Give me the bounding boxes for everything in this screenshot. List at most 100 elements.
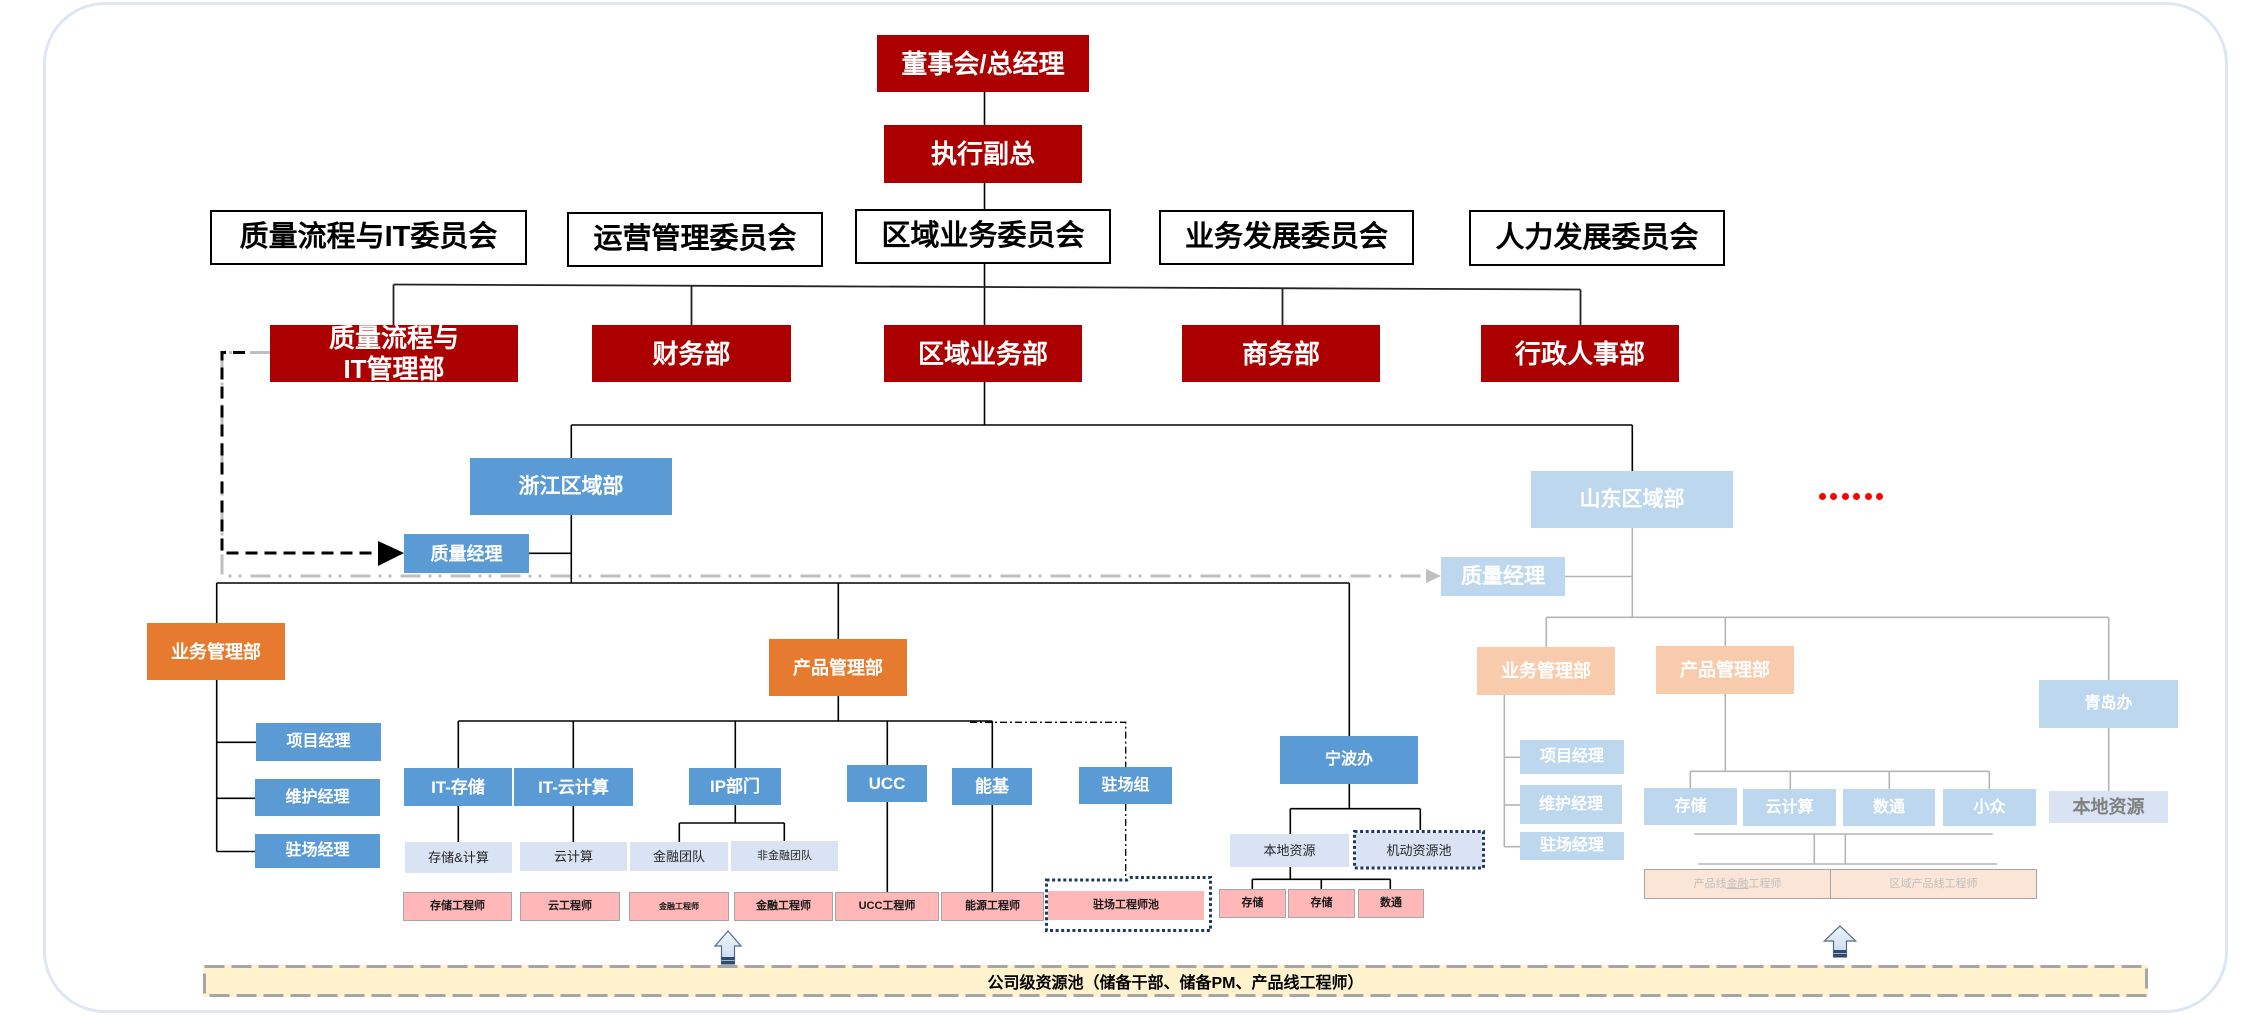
group-it-cloud: IT-云计算: [514, 768, 633, 806]
role-label: 维护经理: [285, 788, 350, 806]
sd-role-onsite-manager: 驻场经理: [1520, 832, 1624, 860]
dept-commerce: 商务部: [1182, 325, 1380, 382]
dept-admin-hr: 行政人事部: [1481, 325, 1679, 382]
shandong-quality-manager-box: 质量经理: [1441, 557, 1565, 596]
role-onsite-manager: 驻场经理: [255, 834, 380, 868]
role-project-manager: 项目经理: [256, 723, 381, 761]
board-of-directors-label: 董事会/总经理: [901, 48, 1065, 79]
group-it-storage: IT-存储: [404, 768, 512, 806]
dept-finance: 财务部: [592, 325, 791, 382]
resource-pool-label: 公司级资源池（储备干部、储备PM、产品线工程师）: [987, 975, 1364, 992]
role-label: 驻场经理: [285, 842, 350, 859]
more-regions-ellipsis: [1819, 493, 1883, 500]
dept-regional-business: 区域业务部: [884, 325, 1082, 382]
engineer-finance-small: 金融工程师: [629, 892, 729, 921]
up-arrow-icon: [1822, 925, 1858, 958]
up-arrow-icon: [713, 930, 743, 965]
arrowhead-gray: [1426, 569, 1441, 583]
engineer-label: 存储: [1241, 897, 1264, 909]
engineer-label: 金融工程师: [756, 900, 811, 912]
committee-hr-development: 人力发展委员会: [1469, 210, 1725, 266]
committee-label: 人力发展委员会: [1495, 221, 1699, 254]
engineer-cloud: 云工程师: [520, 892, 620, 921]
engineer-energy: 能源工程师: [941, 892, 1044, 921]
engineer-onsite-pool: 驻场工程师池: [1048, 891, 1204, 920]
engineer-label: 金融工程师: [659, 901, 699, 911]
zhejiang-region-label: 浙江区域部: [518, 475, 624, 498]
zhejiang-quality-manager-box: 质量经理: [404, 534, 529, 573]
sd-role-maintenance-manager: 维护经理: [1520, 785, 1622, 824]
team-finance: 金融团队: [630, 842, 728, 871]
ellipsis-dot: [1875, 493, 1883, 500]
committee-business-development: 业务发展委员会: [1159, 210, 1414, 265]
ellipsis-dot: [1853, 493, 1861, 500]
dept-label: 财务部: [652, 338, 731, 369]
quality-manager-label: 质量经理: [1461, 565, 1545, 588]
engineer-label: 存储: [1310, 897, 1333, 909]
engineer-ucc: UCC工程师: [835, 892, 939, 921]
role-label: 项目经理: [1539, 748, 1604, 765]
engineer-finance: 金融工程师: [734, 892, 833, 921]
qingdao-office-label: 青岛办: [2084, 695, 2133, 712]
committee-label: 运营管理委员会: [593, 223, 797, 255]
engineer-label: 产品线金融工程师: [1693, 877, 1782, 890]
zhejiang-region-box: 浙江区域部: [470, 458, 672, 515]
local-resources-label: 本地资源: [1263, 843, 1316, 858]
zhejiang-product-mgmt-box: 产品管理部: [769, 639, 907, 696]
shandong-connectors: [1503, 528, 2110, 865]
committee-label: 区域业务委员会: [881, 220, 1085, 252]
engineer-label-suffix: 工程师: [1748, 877, 1782, 890]
ningbo-engineer-storage: 存储: [1219, 889, 1286, 918]
dept-label: 商务部: [1241, 338, 1320, 369]
dept-quality-process-it: 质量流程与 IT管理部: [270, 322, 518, 384]
team-label: 非金融团队: [757, 849, 812, 862]
role-maintenance-manager: 维护经理: [255, 779, 380, 816]
engineer-label: 云工程师: [548, 900, 592, 912]
sd-engineer-product-line-finance: 产品线金融工程师: [1644, 869, 1831, 899]
engineer-label: 能源工程师: [965, 900, 1020, 912]
ellipsis-dot: [1841, 493, 1849, 500]
team-non-finance: 非金融团队: [731, 841, 838, 871]
ningbo-engineer-storage: 存储: [1288, 889, 1355, 918]
team-label: 金融团队: [652, 849, 705, 864]
sd-group-storage: 存储: [1644, 788, 1737, 825]
group-label: 云计算: [1765, 798, 1814, 816]
sd-group-niche: 小众: [1943, 789, 2036, 826]
board-of-directors-box: 董事会/总经理: [877, 35, 1089, 92]
engineer-label-underlined: 金融: [1726, 877, 1749, 890]
committee-quality-process-it: 质量流程与IT委员会: [210, 210, 527, 265]
flexible-pool-dotted-frame: [1353, 830, 1485, 870]
engineer-label: 区域产品线工程师: [1889, 877, 1978, 890]
arrowhead-black: [378, 541, 404, 566]
local-resources-label: 本地资源: [2072, 797, 2145, 817]
qingdao-local-resources: 本地资源: [2049, 791, 2168, 823]
quality-dotted-reporting-lines: [220, 351, 1441, 583]
dash-dot-line-to-onsite-group: [970, 721, 1127, 878]
role-label: 项目经理: [286, 733, 351, 750]
committee-label: 业务发展委员会: [1184, 221, 1388, 253]
zhejiang-business-mgmt-box: 业务管理部: [147, 623, 285, 680]
ellipsis-dot: [1830, 493, 1838, 500]
zhejiang-connectors: [215, 515, 1422, 892]
engineer-storage: 存储工程师: [403, 892, 512, 921]
committee-label: 质量流程与IT委员会: [239, 221, 498, 253]
engineer-label-prefix: 产品线: [1693, 877, 1727, 890]
committee-operations-management: 运营管理委员会: [567, 212, 823, 267]
group-label: IT-存储: [431, 777, 485, 797]
group-ip-department: IP部门: [689, 768, 781, 805]
dept-label-line-1: 质量流程与: [328, 322, 459, 353]
sd-group-datacom: 数通: [1843, 789, 1935, 826]
connector-line: [393, 283, 1581, 291]
team-label: 存储&计算: [428, 850, 489, 865]
executive-vp-box: 执行副总: [884, 125, 1082, 183]
executive-vp-label: 执行副总: [930, 139, 1035, 169]
shandong-product-mgmt-box: 产品管理部: [1656, 646, 1794, 694]
team-storage-compute: 存储&计算: [405, 842, 512, 873]
company-resource-pool-bar: 公司级资源池（储备干部、储备PM、产品线工程师）: [203, 965, 2148, 997]
ellipsis-dot: [1819, 493, 1826, 500]
business-mgmt-label: 业务管理部: [1501, 661, 1591, 681]
region-connectors: [570, 424, 1634, 471]
committee-regional-business: 区域业务委员会: [855, 209, 1111, 264]
business-mgmt-label: 业务管理部: [171, 641, 261, 662]
